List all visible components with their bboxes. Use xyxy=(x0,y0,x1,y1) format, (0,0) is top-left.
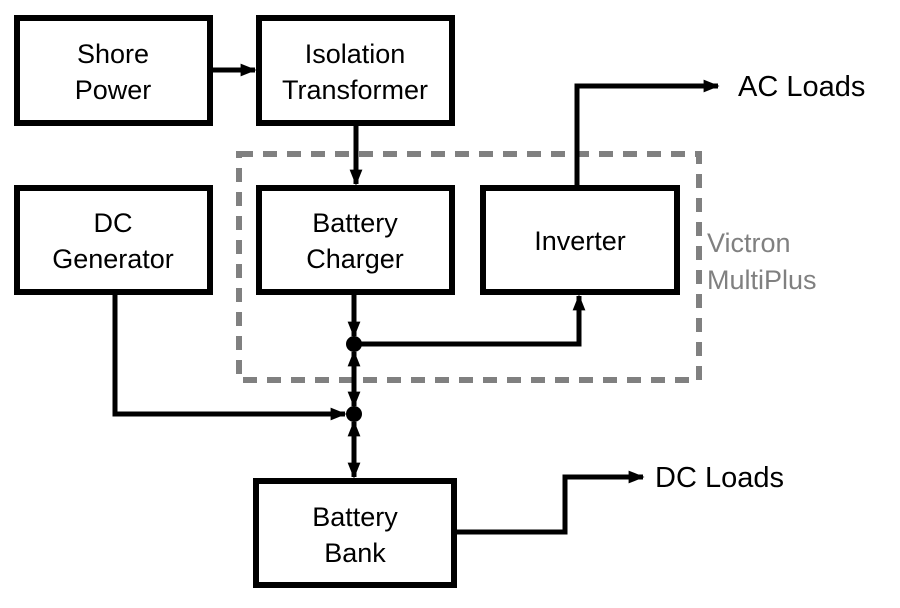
block-dc-generator-frame xyxy=(14,185,213,295)
block-label: Inverter xyxy=(534,226,626,256)
block-label: Transformer xyxy=(282,75,428,105)
block-shore-power-frame xyxy=(14,15,213,126)
junction-a xyxy=(346,336,362,352)
block-isolation-transformer-frame xyxy=(256,15,455,126)
wire-battery-bank-to-dc-loads xyxy=(455,470,645,535)
block-shore-power: Shore Power xyxy=(14,15,213,126)
wire-junction-a-to-inverter xyxy=(354,294,586,347)
block-label: Battery xyxy=(312,502,398,532)
block-battery-bank-frame xyxy=(253,478,457,588)
block-battery-charger: Battery Charger xyxy=(256,185,455,295)
output-dc-loads: DC Loads xyxy=(655,462,784,494)
group-label-line1: Victron xyxy=(707,228,791,258)
block-label: Power xyxy=(75,75,152,105)
output-ac-loads: AC Loads xyxy=(738,71,865,103)
block-battery-charger-frame xyxy=(256,185,455,295)
block-label: DC xyxy=(94,208,133,238)
block-dc-generator: DC Generator xyxy=(14,185,213,295)
block-label: Generator xyxy=(52,244,174,274)
block-isolation-transformer: Isolation Transformer xyxy=(256,15,455,126)
wire-generator-to-junction-b xyxy=(112,292,347,421)
wire-inverter-to-ac-loads xyxy=(574,79,720,187)
block-battery-bank: Battery Bank xyxy=(253,478,457,588)
block-label: Charger xyxy=(306,244,404,274)
junction-b xyxy=(346,406,362,422)
block-label: Bank xyxy=(324,538,386,568)
block-label: Isolation xyxy=(305,39,406,69)
group-label-line2: MultiPlus xyxy=(707,265,817,295)
block-inverter-frame xyxy=(480,185,680,295)
block-inverter: Inverter xyxy=(480,185,680,295)
victron-multiplus-group-boundary xyxy=(236,151,702,383)
block-label: Battery xyxy=(312,208,398,238)
block-label: Shore xyxy=(77,39,149,69)
